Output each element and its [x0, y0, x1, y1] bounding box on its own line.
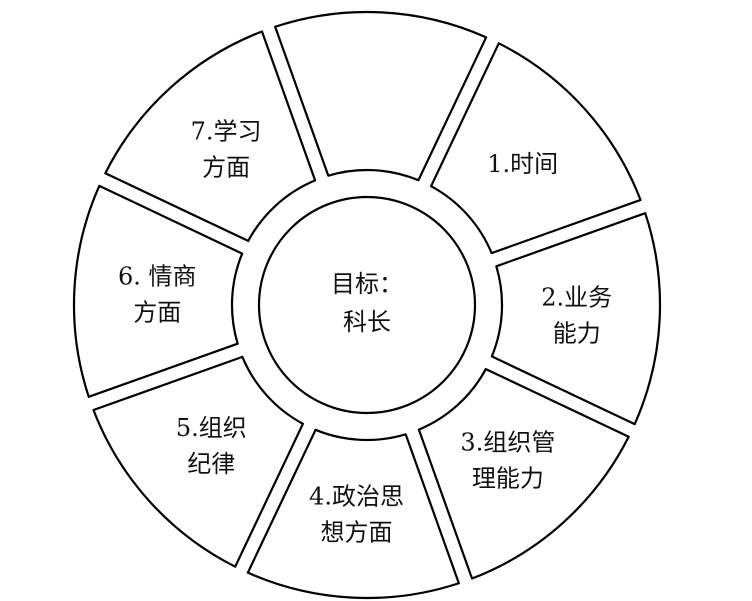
- segment-label-line: 方面: [133, 299, 181, 327]
- segment-label-line: 1.时间: [487, 150, 558, 178]
- center-label-line-1: 目标：: [331, 270, 403, 298]
- segment-label-line: 3.组织管: [460, 429, 555, 457]
- segment-shape: [246, 428, 460, 600]
- segment-label-line: 纪律: [187, 450, 235, 478]
- segment-label-line: 2.业务: [541, 283, 612, 311]
- segment-label-line: 想方面: [321, 519, 393, 547]
- center-circle: [257, 195, 477, 415]
- segment-0: [274, 10, 488, 182]
- segment-label-line: 4.政治思: [309, 483, 404, 511]
- segment-label-line: 6. 情商: [118, 263, 197, 291]
- segment-label-line: 7.学习: [191, 117, 262, 145]
- segment-shape: [92, 355, 305, 568]
- segment-label-line: 方面: [202, 153, 250, 181]
- segment-1: 1.时间: [429, 42, 642, 255]
- segment-shape: [417, 367, 630, 580]
- segment-shape: [104, 30, 317, 243]
- center-hub: 目标： 科长: [257, 195, 477, 415]
- segment-label-line: 能力: [553, 319, 601, 347]
- segment-label-line: 理能力: [472, 465, 544, 493]
- center-label-line-2: 科长: [343, 308, 391, 336]
- segment-shape: [490, 212, 662, 426]
- segment-shape: [274, 10, 488, 182]
- segment-shape: [72, 184, 244, 398]
- segment-shape: [429, 42, 642, 255]
- segment-label-line: 5.组织: [176, 414, 247, 442]
